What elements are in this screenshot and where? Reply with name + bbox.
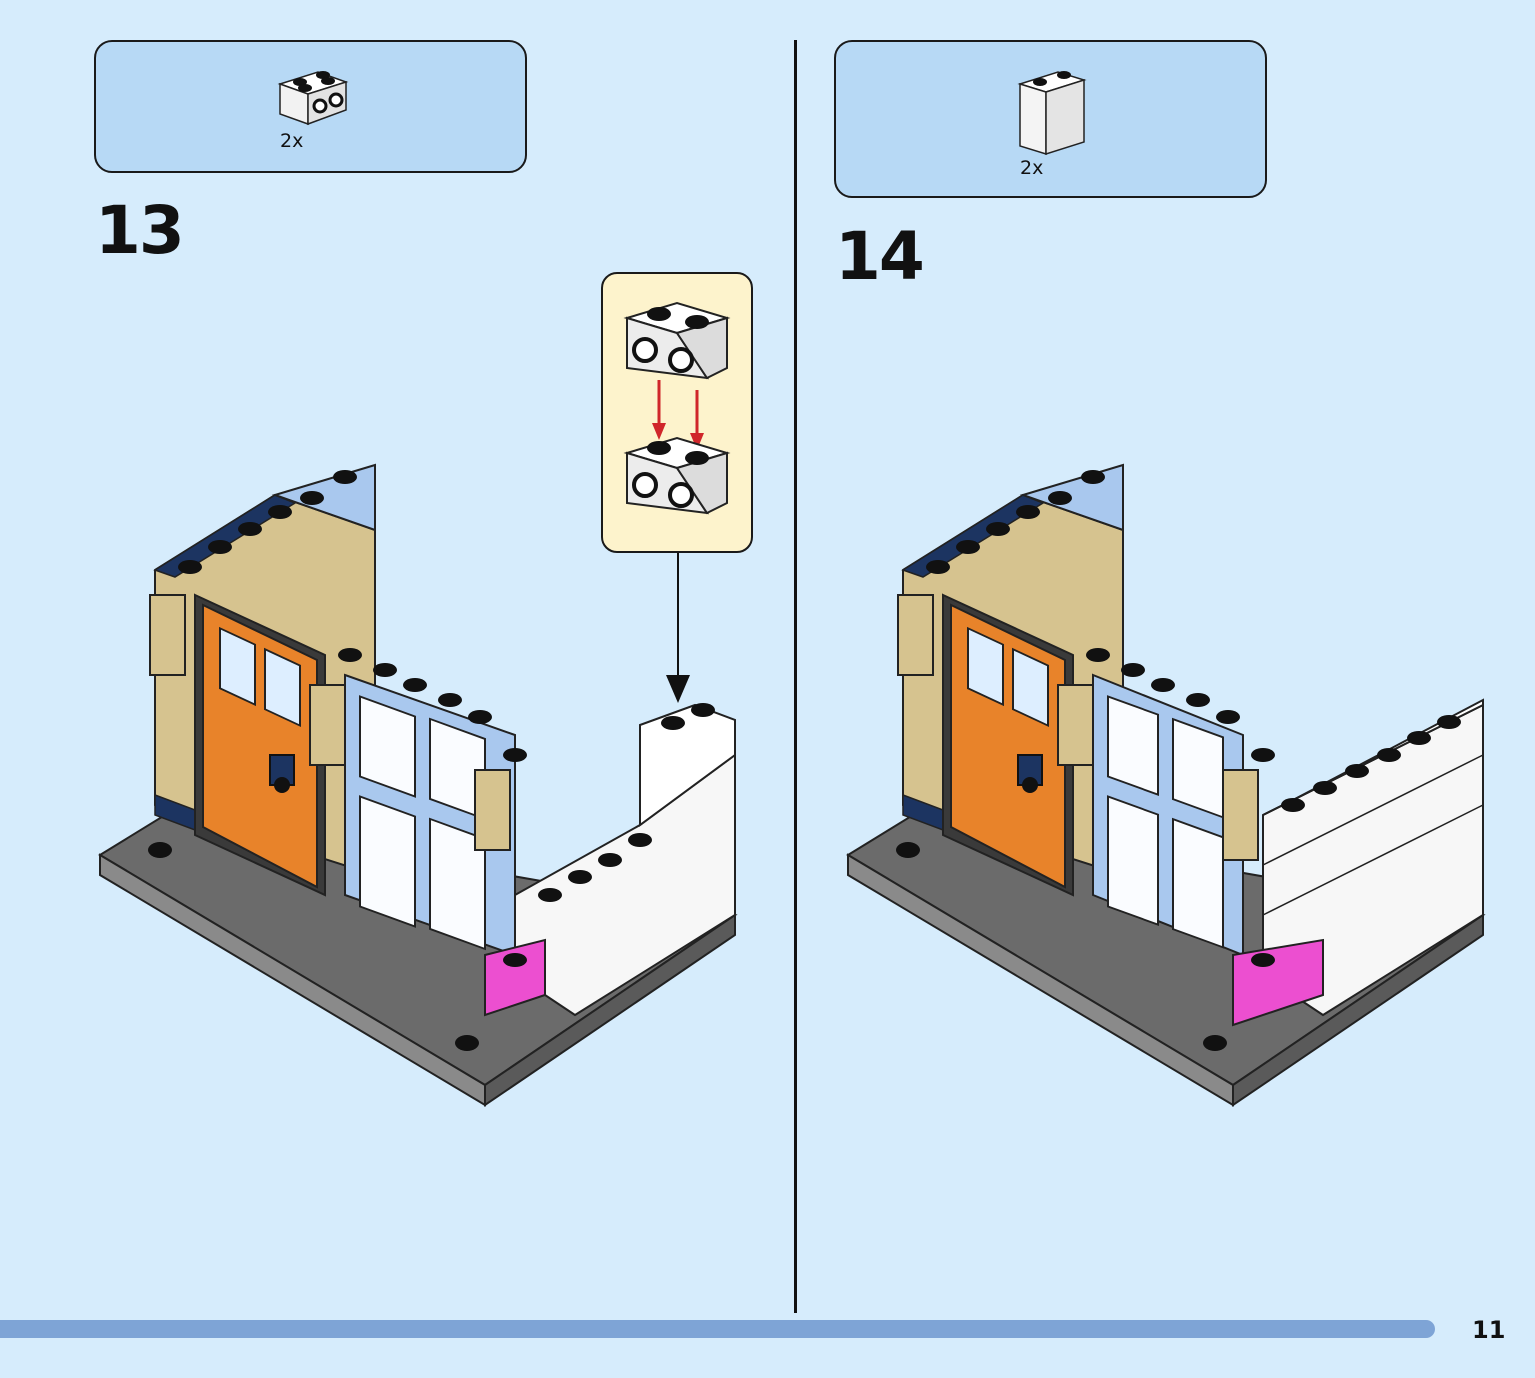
progress-bar — [0, 1320, 1435, 1338]
step-13-assembly-illustration — [98, 463, 738, 1107]
part-quantity: 2x — [1020, 157, 1044, 179]
part-quantity: 2x — [280, 130, 304, 152]
sub-assembly-callout — [601, 272, 753, 553]
side-stud-brick-icon — [277, 71, 349, 126]
step-number: 13 — [95, 192, 185, 269]
side-stud-brick-icon — [623, 301, 731, 515]
step-14-assembly-illustration — [846, 463, 1486, 1107]
step-divider — [794, 40, 797, 1313]
step-number: 14 — [835, 218, 925, 295]
step-14-parts-box: 2x — [834, 40, 1267, 198]
white-1x2x2-brick-icon — [1017, 71, 1087, 156]
page-number: 11 — [1472, 1316, 1506, 1344]
callout-pointer-arrow — [666, 553, 690, 703]
step-13-parts-box: 2x — [94, 40, 527, 173]
